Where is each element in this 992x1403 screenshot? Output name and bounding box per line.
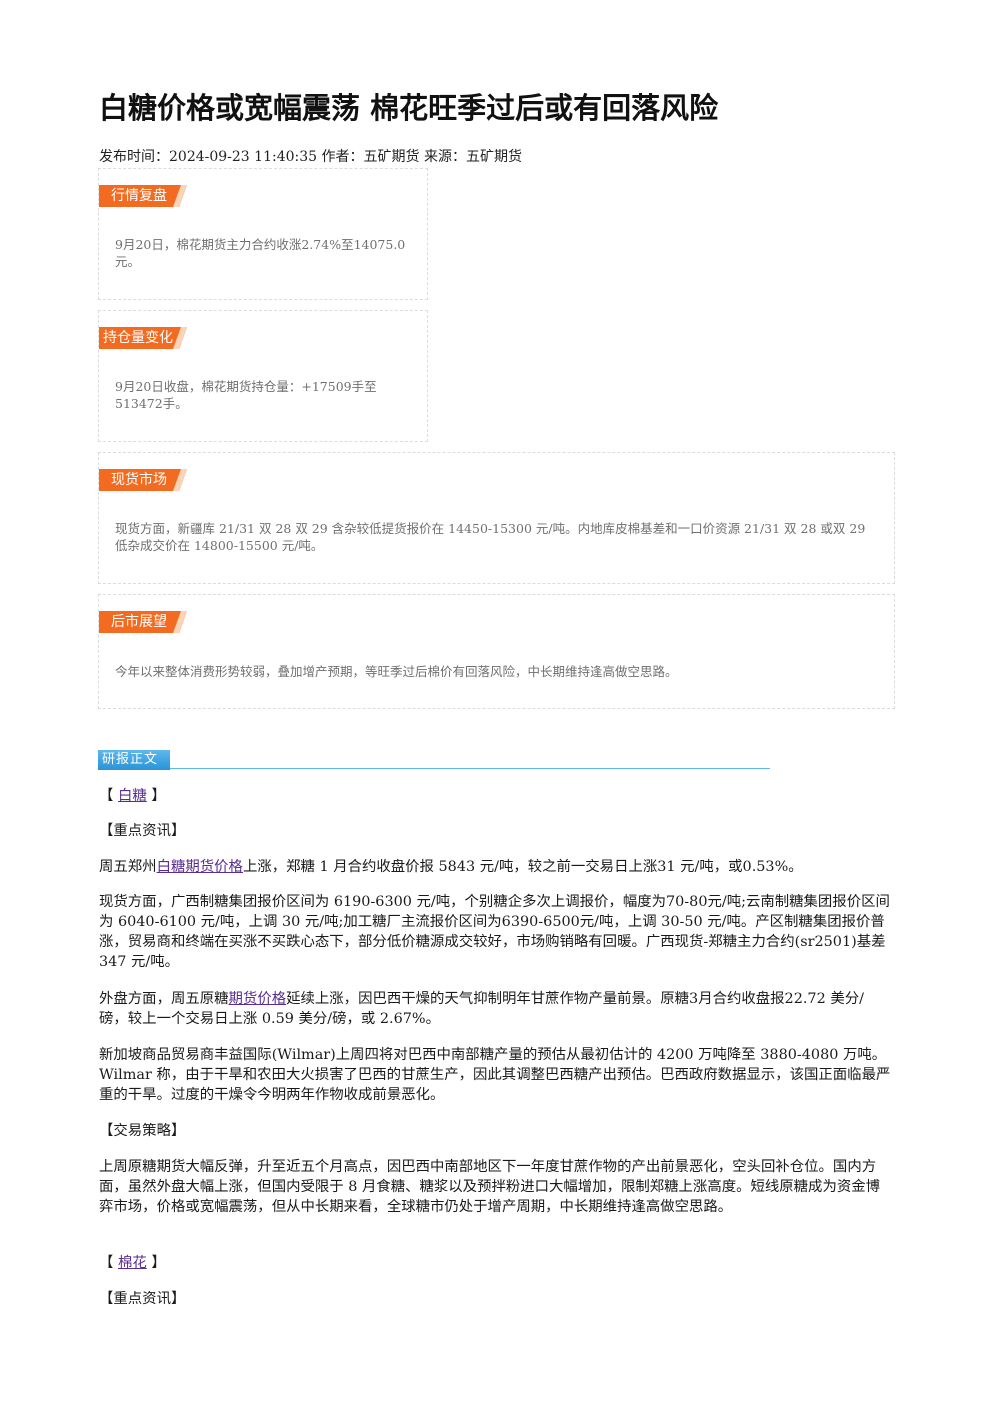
- page-title: 白糖价格或宽幅震荡 棉花旺季过后或有回落风险: [99, 91, 719, 125]
- market-review-tag: 行情复盘: [99, 185, 187, 207]
- spot-market-box: 现货市场 现货方面，新疆库 21/31 双 28 双 29 含杂较低提货报价在 …: [98, 452, 895, 584]
- sugar-heading: 【 白糖 】: [99, 788, 166, 804]
- futures-price-link[interactable]: 期货价格: [228, 991, 287, 1007]
- report-body-divider: [170, 768, 770, 769]
- sugar-paragraph-2: 现货方面，广西制糖集团报价区间为 6190-6300 元/吨，个别糖企多次上调报…: [99, 894, 890, 970]
- cotton-heading: 【 棉花 】: [99, 1255, 166, 1271]
- cotton-link[interactable]: 棉花: [117, 1255, 147, 1271]
- report-body-label: 研报正文: [98, 750, 170, 770]
- open-interest-tag: 持仓量变化: [99, 327, 187, 349]
- sugar-paragraph-1: 周五郑州白糖期货价格上涨，郑糖 1 月合约收盘价报 5843 元/吨，较之前一交…: [99, 859, 803, 875]
- report-body-header: 研报正文: [98, 750, 770, 770]
- spot-market-text: 现货方面，新疆库 21/31 双 28 双 29 含杂较低提货报价在 14450…: [115, 521, 866, 553]
- key-news-heading: 【重点资讯】: [99, 823, 186, 839]
- outlook-tag: 后市展望: [99, 611, 187, 633]
- sugar-paragraph-4: 新加坡商品贸易商丰益国际(Wilmar)上周四将对巴西中南部糖产量的预估从最初估…: [99, 1047, 891, 1103]
- open-interest-box: 持仓量变化 9月20日收盘，棉花期货持仓量：+17509手至513472手。: [98, 310, 428, 442]
- sugar-paragraph-3: 外盘方面，周五原糖期货价格延续上涨，因巴西干燥的天气抑制明年甘蔗作物产量前景。原…: [99, 991, 864, 1027]
- open-interest-text: 9月20日收盘，棉花期货持仓量：+17509手至513472手。: [115, 379, 377, 411]
- strategy-heading: 【交易策略】: [99, 1123, 186, 1139]
- outlook-box: 后市展望 今年以来整体消费形势较弱，叠加增产预期，等旺季过后棉价有回落风险，中长…: [98, 594, 895, 709]
- market-review-box: 行情复盘 9月20日，棉花期货主力合约收涨2.74%至14075.0元。: [98, 168, 428, 300]
- outlook-text: 今年以来整体消费形势较弱，叠加增产预期，等旺季过后棉价有回落风险，中长期维持逢高…: [115, 664, 678, 679]
- strategy-paragraph: 上周原糖期货大幅反弹，升至近五个月高点，因巴西中南部地区下一年度甘蔗作物的产出前…: [99, 1159, 881, 1215]
- key-news-heading-2: 【重点资讯】: [99, 1291, 186, 1307]
- market-review-text: 9月20日，棉花期货主力合约收涨2.74%至14075.0元。: [115, 237, 406, 269]
- sugar-link[interactable]: 白糖: [117, 788, 147, 804]
- article-meta: 发布时间：2024-09-23 11:40:35 作者：五矿期货 来源：五矿期货: [99, 149, 522, 165]
- spot-market-tag: 现货市场: [99, 469, 187, 491]
- sugar-futures-price-link[interactable]: 白糖期货价格: [156, 859, 243, 875]
